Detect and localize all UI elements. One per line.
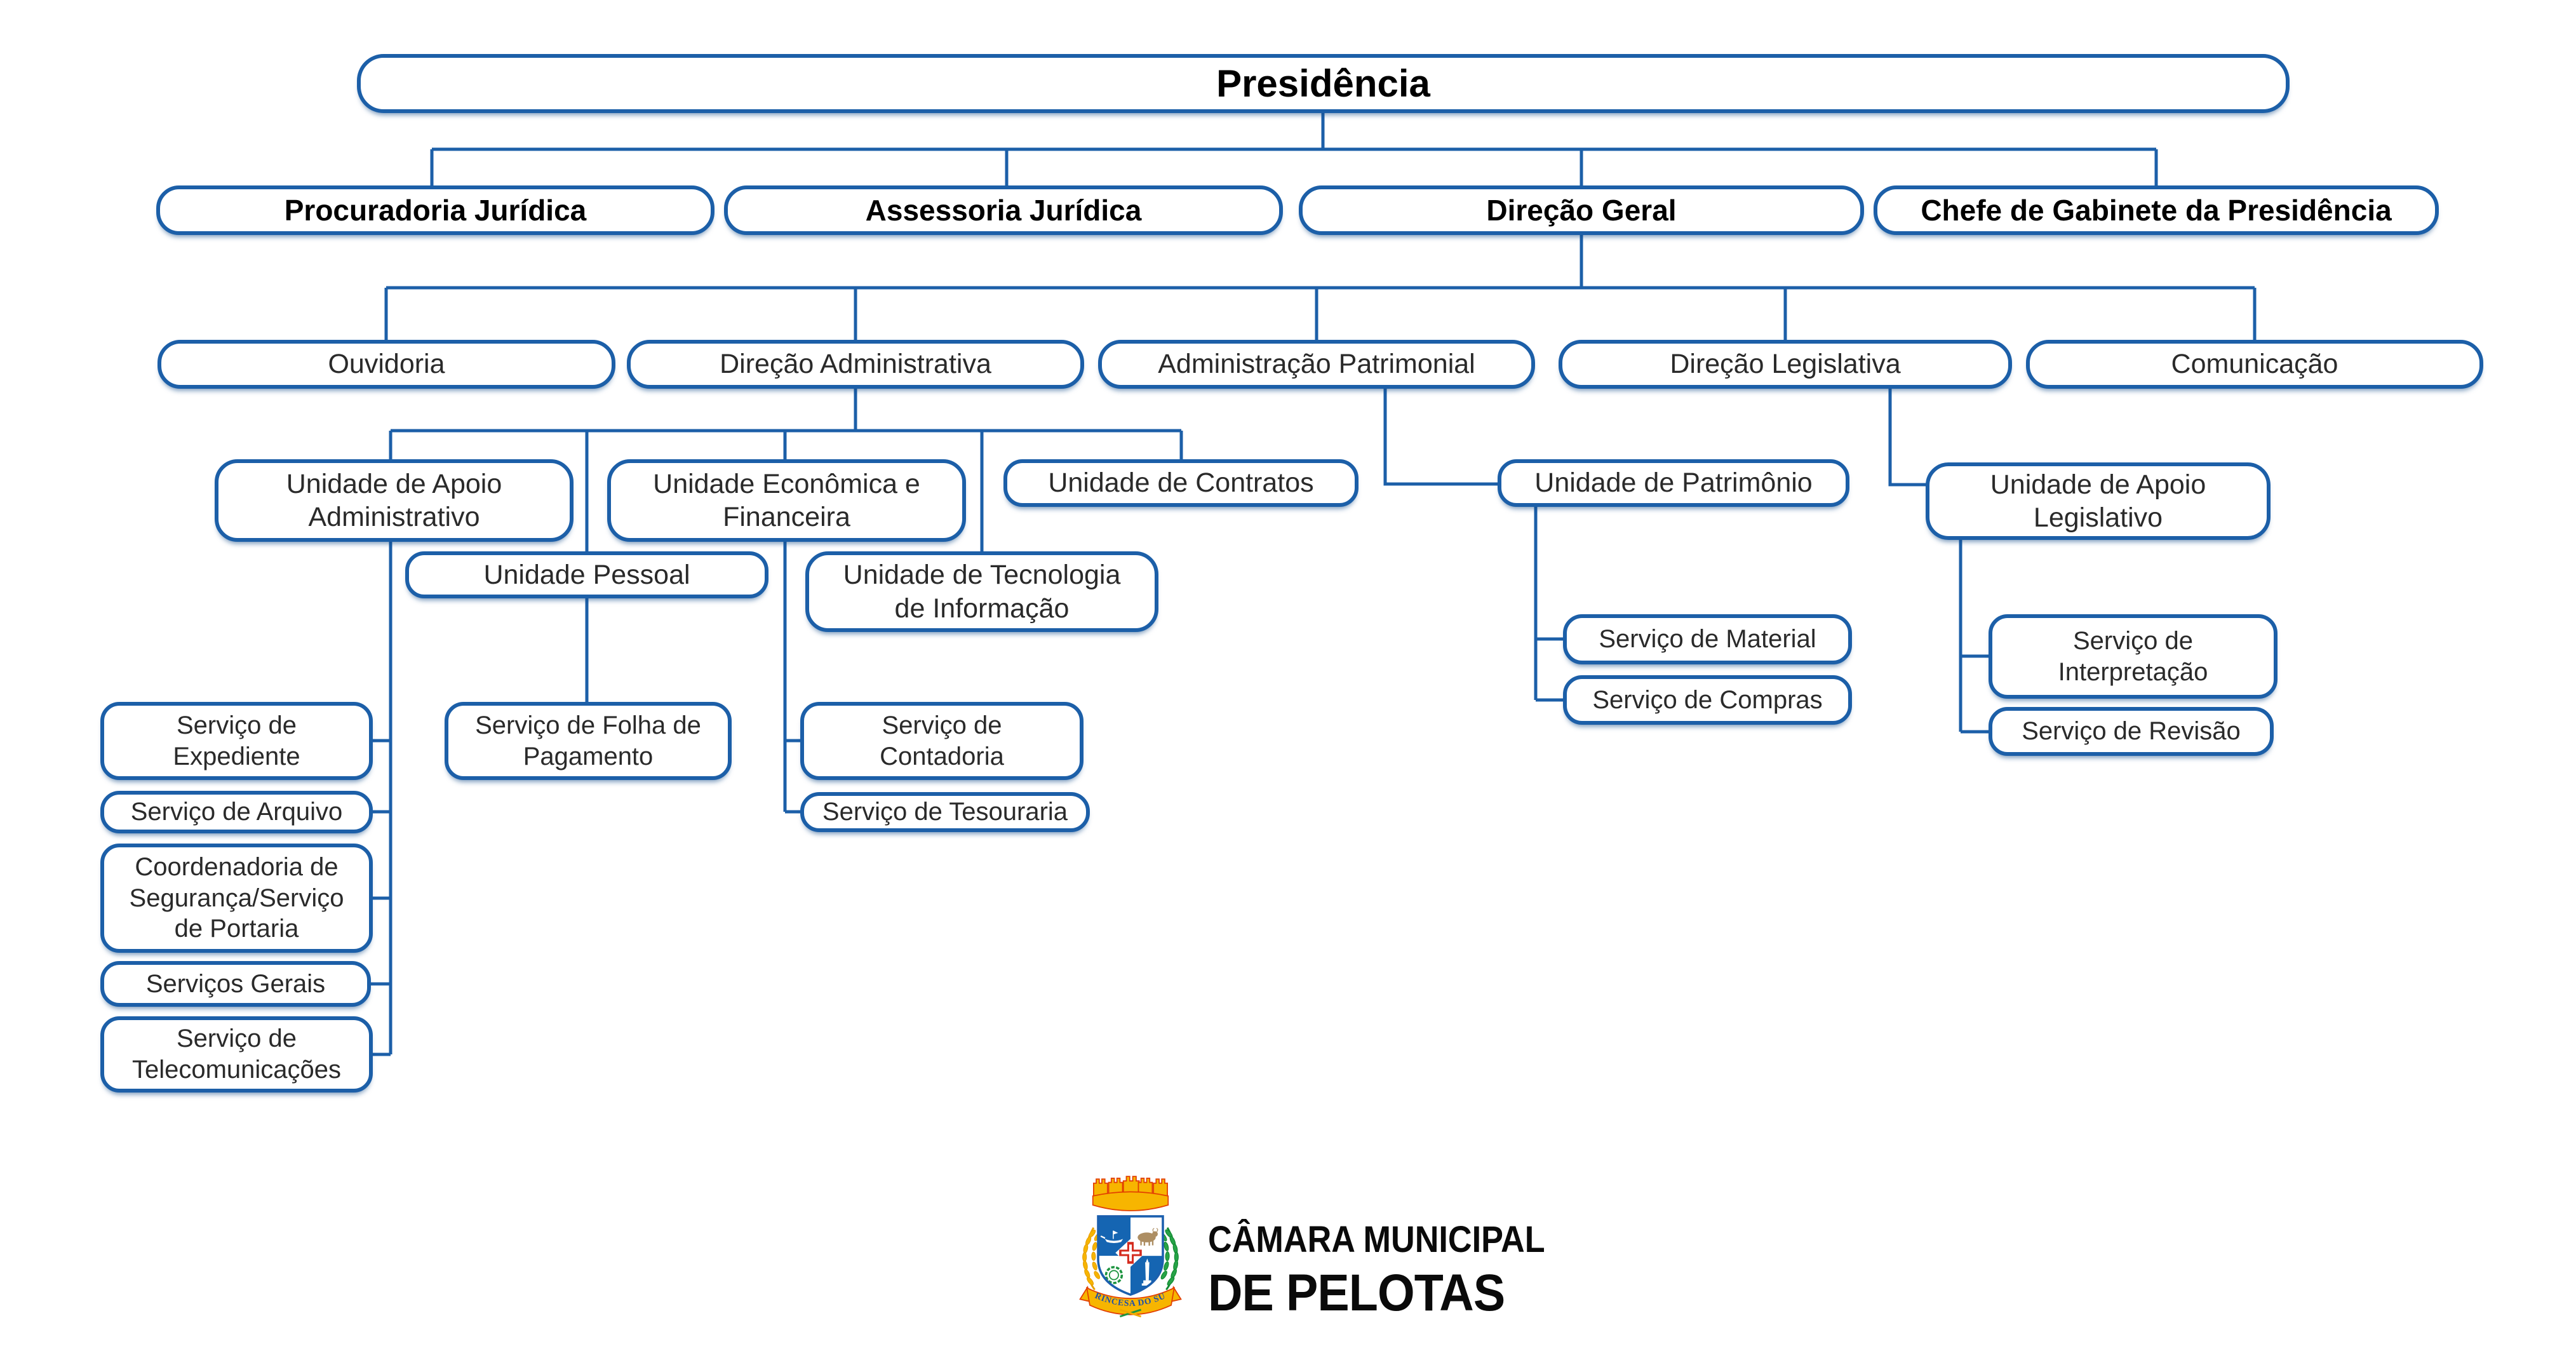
org-name: CÂMARA MUNICIPAL DE PELOTAS xyxy=(1208,1218,1583,1323)
node-procuradoria-juridica: Procuradoria Jurídica xyxy=(156,185,714,235)
node-servicos-gerais: Serviços Gerais xyxy=(100,961,371,1007)
obelisk-charge-icon xyxy=(1141,1258,1153,1286)
node-direcao-geral: Direção Geral xyxy=(1299,185,1864,235)
org-name-line1: CÂMARA MUNICIPAL xyxy=(1208,1219,1545,1260)
node-unidade-patrimonio: Unidade de Patrimônio xyxy=(1498,459,1849,507)
node-servico-revisao: Serviço de Revisão xyxy=(1989,707,2274,756)
camara-pelotas-logo: PRINCESA DO SUL CÂMARA MUNICIPAL DE PELO… xyxy=(1074,1160,1557,1325)
node-administracao-patrimonial: Administração Patrimonial xyxy=(1098,340,1535,389)
node-presidencia: Presidência xyxy=(357,54,2290,113)
node-unidade-economica-financeira: Unidade Econômica e Financeira xyxy=(607,459,966,542)
pelotas-coat-of-arms-icon: PRINCESA DO SUL xyxy=(1074,1160,1182,1318)
node-direcao-legislativa: Direção Legislativa xyxy=(1559,340,2012,389)
node-servico-telecomunicacoes: Serviço de Telecomunicações xyxy=(100,1016,373,1093)
node-unidade-contratos: Unidade de Contratos xyxy=(1003,459,1358,507)
ox-charge-icon xyxy=(1137,1228,1158,1246)
node-unidade-tecnologia-informacao: Unidade de Tecnologia de Informação xyxy=(805,551,1158,632)
node-servico-tesouraria: Serviço de Tesouraria xyxy=(800,792,1090,832)
node-servico-contadoria: Serviço de Contadoria xyxy=(800,702,1083,780)
wreath-charge-icon xyxy=(1104,1266,1124,1284)
node-assessoria-juridica: Assessoria Jurídica xyxy=(724,185,1283,235)
node-servico-compras: Serviço de Compras xyxy=(1563,675,1852,725)
node-chefe-gabinete: Chefe de Gabinete da Presidência xyxy=(1874,185,2439,235)
ship-charge-icon xyxy=(1100,1230,1124,1244)
node-unidade-apoio-administrativo: Unidade de Apoio Administrativo xyxy=(215,459,574,542)
node-comunicacao: Comunicação xyxy=(2026,340,2483,389)
node-unidade-apoio-legislativo: Unidade de Apoio Legislativo xyxy=(1926,462,2271,540)
node-unidade-pessoal: Unidade Pessoal xyxy=(405,551,768,598)
node-servico-folha-pagamento: Serviço de Folha de Pagamento xyxy=(445,702,732,780)
node-ouvidoria: Ouvidoria xyxy=(158,340,615,389)
node-direcao-administrativa: Direção Administrativa xyxy=(627,340,1084,389)
org-name-line2: DE PELOTAS xyxy=(1208,1264,1505,1322)
node-coordenadoria-seguranca-portaria: Coordenadoria de Segurança/Serviço de Po… xyxy=(100,844,373,953)
mural-crown-icon xyxy=(1092,1176,1169,1211)
node-servico-interpretacao: Serviço de Interpretação xyxy=(1989,614,2277,699)
node-servico-arquivo: Serviço de Arquivo xyxy=(100,791,373,833)
node-servico-expediente: Serviço de Expediente xyxy=(100,702,373,780)
christ-cross-icon xyxy=(1119,1242,1142,1264)
node-servico-material: Serviço de Material xyxy=(1563,614,1852,664)
